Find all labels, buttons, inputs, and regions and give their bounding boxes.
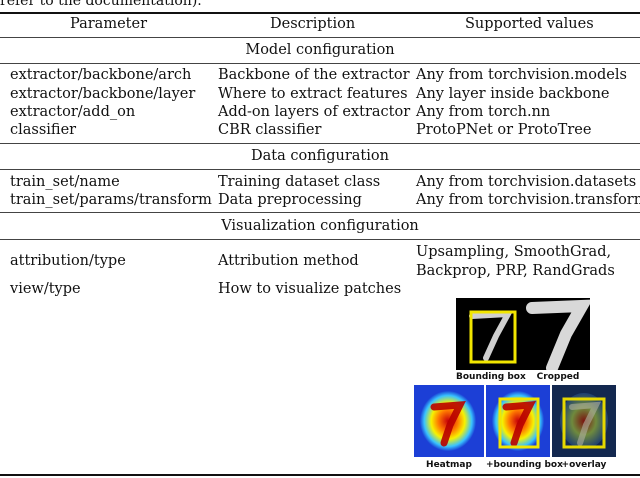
header-rule — [0, 37, 640, 38]
values-cell: ProtoPNet or ProtoTree — [416, 122, 592, 138]
patch-visualization-figure — [456, 298, 590, 370]
desc-cell: CBR classifier — [218, 122, 322, 138]
desc-cell: Data preprocessing — [218, 192, 362, 208]
desc-cell: Where to extract features — [218, 86, 408, 102]
desc-cell: Attribution method — [218, 253, 359, 269]
param-cell: attribution/type — [10, 253, 126, 269]
section-rule — [0, 143, 640, 144]
section-rule-model — [0, 63, 640, 64]
desc-cell: Backbone of the extractor — [218, 67, 410, 83]
section-rule-data — [0, 169, 640, 170]
values-cell: Any from torchvision.datasets — [416, 174, 637, 190]
caption-cropped: Cropped — [536, 372, 580, 382]
caption-bounding-box: Bounding box — [456, 372, 526, 382]
param-cell: extractor/add_on — [10, 104, 136, 120]
values-cell: Any layer inside backbone — [416, 86, 610, 102]
overlay-panel — [552, 385, 616, 457]
section-model-configuration: Model configuration — [245, 42, 395, 58]
heatmap-figure — [414, 385, 616, 457]
param-cell: classifier — [10, 122, 77, 138]
param-cell: extractor/backbone/layer — [10, 86, 196, 102]
caption-heatmap: Heatmap — [426, 460, 472, 470]
values-cell: Any from torchvision.models — [416, 67, 627, 83]
section-rule — [0, 212, 640, 213]
caption-heatmap-bounding-box: +bounding box — [486, 460, 563, 470]
desc-cell: Training dataset class — [218, 174, 381, 190]
values-cell-line1: Upsampling, SmoothGrad, — [416, 244, 612, 260]
bounding-box-panel — [469, 310, 517, 364]
param-cell: extractor/backbone/arch — [10, 67, 192, 83]
caption-fragment: refer to the documentation). — [0, 0, 202, 9]
caption-overlay: +overlay — [561, 460, 607, 470]
cropped-panel — [526, 299, 590, 370]
param-cell: train_set/params/transform — [10, 192, 212, 208]
header-supported-values: Supported values — [465, 16, 594, 32]
desc-cell: How to visualize patches — [218, 281, 402, 297]
section-visualization-configuration: Visualization configuration — [221, 218, 419, 234]
values-cell: Any from torch.nn — [416, 104, 551, 120]
section-rule-viz — [0, 239, 640, 240]
header-parameter: Parameter — [70, 16, 147, 32]
param-cell: train_set/name — [10, 174, 120, 190]
values-cell: Any from torchvision.transforms — [416, 192, 640, 208]
section-data-configuration: Data configuration — [251, 148, 389, 164]
heatmap-bbox-panel — [486, 385, 550, 457]
values-cell-line2: Backprop, PRP, RandGrads — [416, 263, 615, 279]
desc-cell: Add-on layers of extractor — [218, 104, 411, 120]
top-rule — [0, 12, 640, 14]
bottom-rule — [0, 474, 640, 476]
heatmap-panel — [414, 385, 484, 457]
header-description: Description — [270, 16, 356, 32]
param-cell: view/type — [10, 281, 81, 297]
